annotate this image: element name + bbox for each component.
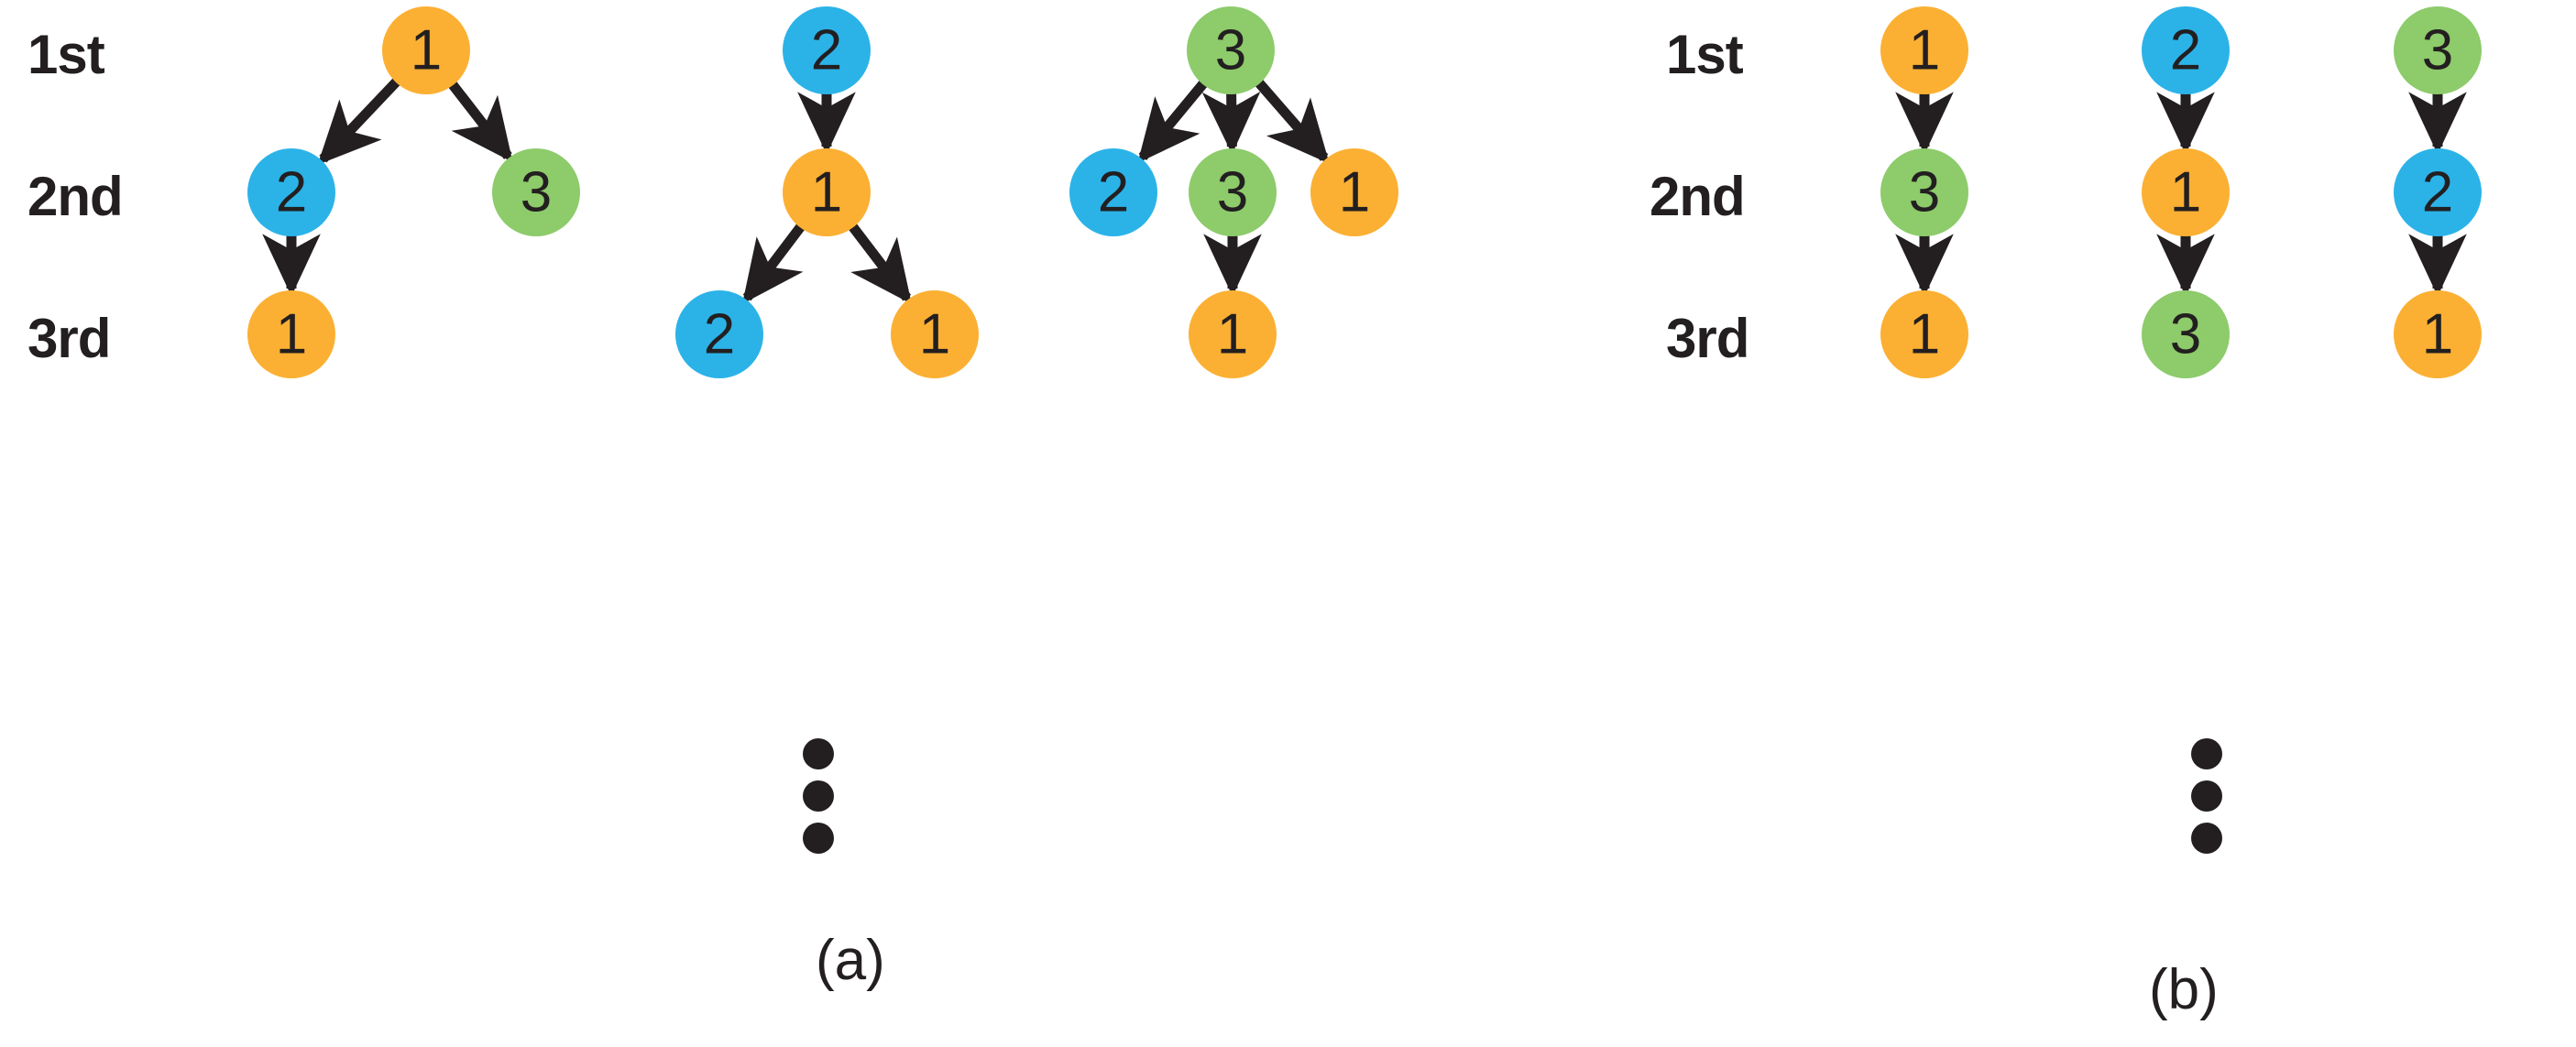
node-circle-green: [1880, 148, 1968, 236]
tree-node[interactable]: 1: [1880, 6, 1968, 94]
ellipsis-group: [803, 738, 2222, 854]
tree-node[interactable]: 2: [2142, 6, 2230, 94]
ellipsis-dot: [803, 738, 834, 769]
node-label: 2: [2170, 19, 2201, 82]
tree-edge: [1252, 76, 1330, 164]
node-label: 1: [411, 19, 442, 82]
node-label: 2: [704, 303, 735, 366]
tree-node[interactable]: 2: [675, 290, 763, 378]
row-label-1st-a: 1st: [27, 24, 105, 85]
node-circle-orange: [247, 290, 335, 378]
node-label: 3: [2170, 303, 2201, 366]
node-label: 3: [1909, 161, 1940, 224]
node-label: 1: [1909, 303, 1940, 366]
node-label: 2: [276, 161, 307, 224]
tree-node[interactable]: 1: [1310, 148, 1398, 236]
node-label: 1: [919, 303, 950, 366]
node-label: 3: [521, 161, 552, 224]
node-label: 2: [1098, 161, 1129, 224]
node-circle-green: [1189, 148, 1277, 236]
tree-edge: [1201, 88, 1261, 155]
panel-caption-b: (b): [2149, 958, 2219, 1021]
node-circle-green: [492, 148, 580, 236]
node-label: 3: [1217, 161, 1248, 224]
node-label: 3: [2422, 19, 2453, 82]
node-circle-orange: [1880, 290, 1968, 378]
row-label-2nd-b: 2nd: [1650, 166, 1746, 227]
panel-caption-a: (a): [816, 929, 885, 992]
tree-edge: [1137, 76, 1211, 164]
row-label-3rd-a: 3rd: [27, 308, 111, 369]
tree-node[interactable]: 2: [2394, 148, 2482, 236]
node-label: 1: [811, 161, 842, 224]
tree-node[interactable]: 2: [783, 6, 871, 94]
tree-node[interactable]: 1: [2394, 290, 2482, 378]
tree-node[interactable]: 1: [247, 290, 335, 378]
node-circle-blue: [2142, 6, 2230, 94]
nodes-group: 1 2 3 1 2 1 2 1 3 2 3 1 1 1 3 1 2 1 3 3 2 1: [247, 6, 2482, 378]
tree-node[interactable]: 1: [2142, 148, 2230, 236]
row-label-1st-b: 1st: [1666, 24, 1744, 85]
row-label-2nd-a: 2nd: [27, 166, 124, 227]
node-circle-orange: [382, 6, 470, 94]
ellipsis-dot: [2191, 738, 2222, 769]
tree-edge: [846, 220, 912, 304]
node-circle-orange: [1189, 290, 1277, 378]
tree-node[interactable]: 1: [1189, 290, 1277, 378]
tree-edge: [741, 220, 808, 304]
tree-node[interactable]: 1: [783, 148, 871, 236]
node-circle-blue: [1069, 148, 1157, 236]
node-label: 1: [1909, 19, 1940, 82]
tree-node[interactable]: 2: [247, 148, 335, 236]
tree-node[interactable]: 1: [382, 6, 470, 94]
node-circle-orange: [2394, 290, 2482, 378]
node-circle-blue: [247, 148, 335, 236]
tree-node[interactable]: 3: [2142, 290, 2230, 378]
node-label: 1: [2422, 303, 2453, 366]
tree-node[interactable]: 1: [1880, 290, 1968, 378]
node-circle-green: [2142, 290, 2230, 378]
tree-node[interactable]: 1: [891, 290, 979, 378]
node-circle-green: [2394, 6, 2482, 94]
tree-node[interactable]: 3: [1880, 148, 1968, 236]
node-label: 2: [2422, 161, 2453, 224]
node-label: 1: [1339, 161, 1370, 224]
node-label: 1: [276, 303, 307, 366]
node-circle-orange: [783, 148, 871, 236]
node-label: 2: [811, 19, 842, 82]
ellipsis-dot: [2191, 780, 2222, 812]
node-label: 1: [2170, 161, 2201, 224]
node-circle-blue: [675, 290, 763, 378]
ellipsis-dot: [803, 780, 834, 812]
tree-edge: [445, 77, 513, 163]
tree-node[interactable]: 3: [2394, 6, 2482, 94]
node-circle-orange: [891, 290, 979, 378]
tree-node[interactable]: 3: [492, 148, 580, 236]
ellipsis-dot: [2191, 823, 2222, 854]
tree-node[interactable]: 2: [1069, 148, 1157, 236]
tree-node[interactable]: 3: [1189, 148, 1277, 236]
node-circle-orange: [1880, 6, 1968, 94]
row-label-3rd-b: 3rd: [1666, 308, 1749, 369]
node-circle-orange: [2142, 148, 2230, 236]
edges-group: [262, 74, 2467, 304]
node-label: 1: [1217, 303, 1248, 366]
node-circle-orange: [1310, 148, 1398, 236]
node-circle-blue: [783, 6, 871, 94]
node-circle-blue: [2394, 148, 2482, 236]
node-label: 3: [1215, 19, 1246, 82]
tree-edge: [317, 74, 404, 165]
tree-node[interactable]: 3: [1187, 6, 1275, 94]
ellipsis-dot: [803, 823, 834, 854]
node-circle-green: [1187, 6, 1275, 94]
